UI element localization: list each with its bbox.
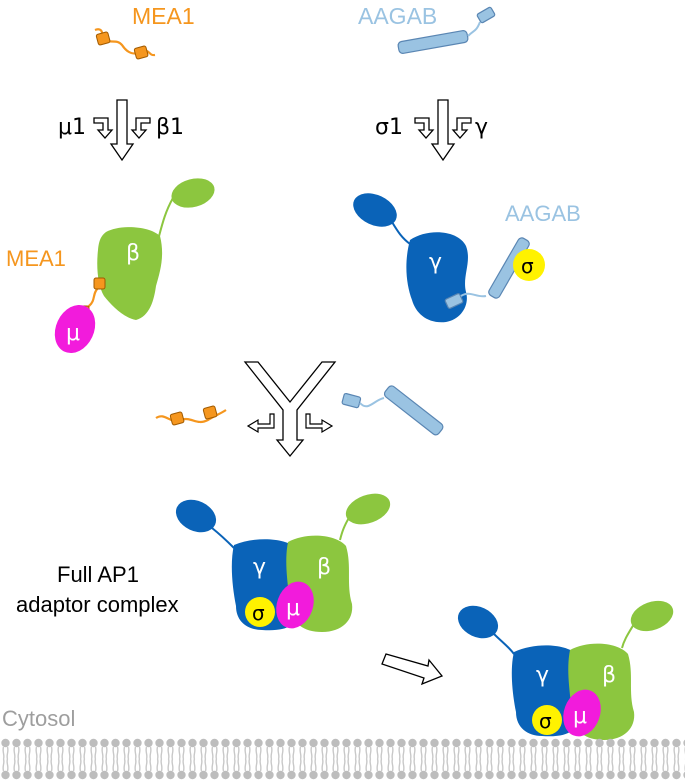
membrane-icon	[0, 738, 685, 780]
sigma-subunit-bound-label: σ	[539, 709, 552, 733]
mea1-released	[155, 405, 227, 426]
sigma-subunit-label: σ	[521, 254, 534, 278]
mea1-mid-label: MEA1	[6, 246, 66, 271]
mu-subunit-full-label: μ	[286, 596, 300, 621]
beta-subunit-full-label: β	[317, 555, 331, 580]
beta-subunit-label: β	[126, 241, 140, 266]
gamma-subunit-bound-label: γ	[536, 663, 549, 688]
gamma-subunit-full-label: γ	[253, 555, 266, 580]
down-arrow-icon	[414, 99, 472, 162]
full-complex-label-line2: adaptor complex	[16, 592, 179, 617]
aagab-top-label: AAGAB	[358, 3, 437, 29]
sigma1-label: σ1	[375, 115, 403, 140]
mu-subunit-label: μ	[66, 321, 80, 346]
beta1-label: β1	[156, 115, 184, 140]
membrane-bound-ap1-complex: γ β σ μ	[457, 600, 674, 740]
beta-subunit-bound-label: β	[602, 663, 616, 688]
mea1-top-label: MEA1	[132, 3, 195, 29]
aagab-mid-label: AAGAB	[505, 201, 581, 226]
gamma-subunit-label: γ	[429, 250, 442, 275]
cytosol-label: Cytosol	[2, 706, 75, 731]
split-arrow-icon	[246, 413, 334, 434]
sigma-subunit-full-label: σ	[252, 601, 265, 625]
aagab-protein-top	[397, 6, 496, 54]
full-ap1-complex: γ β σ μ	[175, 493, 391, 632]
right-arrow-icon	[381, 653, 444, 686]
aagab-released	[341, 385, 444, 436]
merge-arrow-icon	[243, 361, 337, 458]
mu1-label: μ1	[58, 115, 86, 140]
gamma-sigma-aagab-complex: γ σ	[353, 193, 545, 323]
mu-subunit-bound-label: μ	[573, 704, 587, 729]
down-arrow-icon	[93, 99, 151, 162]
beta-mu-mea1-complex: β μ	[54, 178, 215, 354]
full-complex-label-line1: Full AP1	[57, 562, 139, 587]
gamma-label: γ	[475, 115, 488, 140]
mea1-peptide-top	[94, 28, 156, 60]
